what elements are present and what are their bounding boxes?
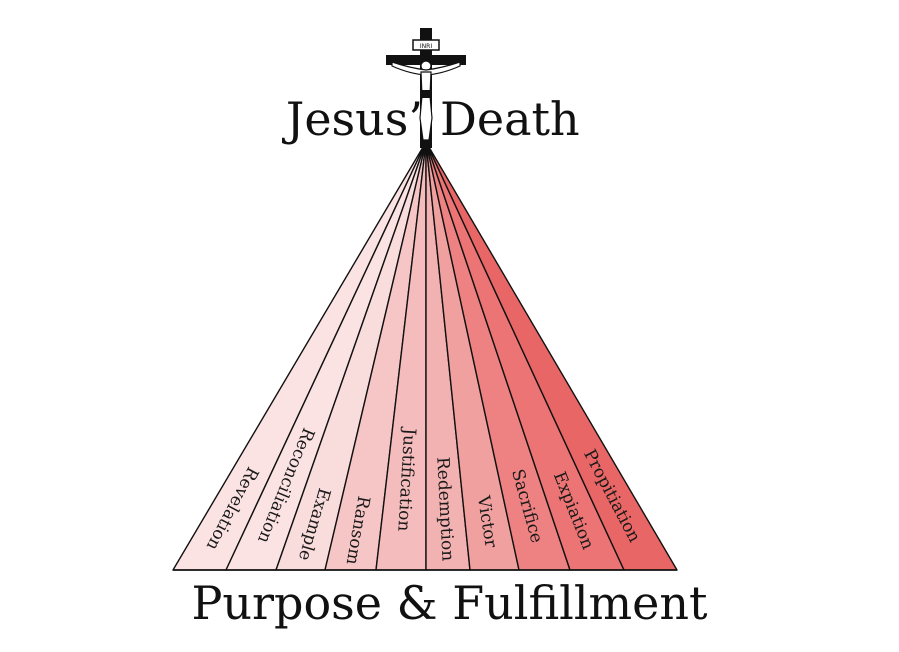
segment-layer	[172, 141, 678, 571]
title-right: Death	[440, 92, 580, 146]
crucifix-icon: INRI	[386, 28, 466, 148]
footer-title: Purpose & Fulfillment	[191, 576, 708, 630]
title-left: Jesus’	[285, 92, 423, 146]
cross-inscription: INRI	[420, 43, 432, 50]
